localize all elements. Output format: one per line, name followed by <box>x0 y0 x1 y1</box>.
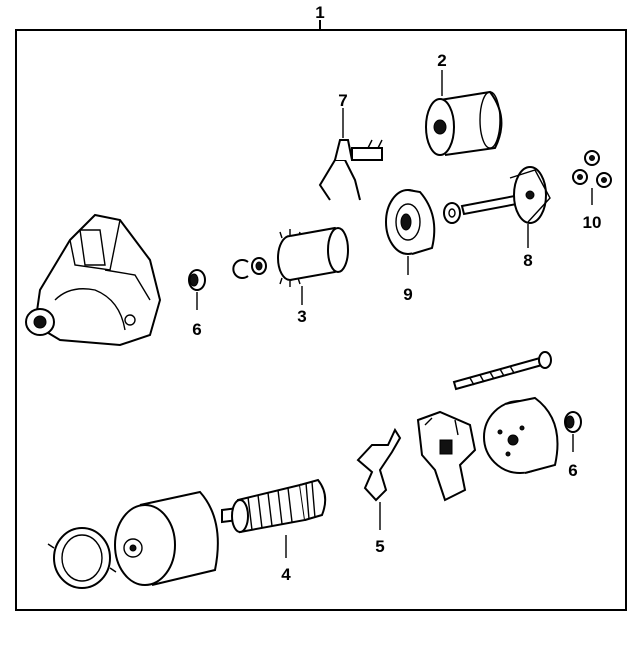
shift-fork-icon[interactable]: 7 <box>318 91 383 201</box>
drive-housing-icon[interactable] <box>25 213 162 347</box>
assembly-frame: 1 <box>15 3 627 611</box>
callout-1[interactable]: 1 <box>315 3 324 22</box>
bushing-icon[interactable]: 6 <box>188 269 206 339</box>
callout-4[interactable]: 4 <box>281 565 291 584</box>
brush-spring-icon[interactable]: 5 <box>356 427 402 556</box>
planetary-shaft-icon[interactable]: 8 <box>460 166 551 270</box>
yoke-icon[interactable] <box>114 490 219 586</box>
through-bolt-icon[interactable] <box>452 351 552 391</box>
callout-6-lower[interactable]: 6 <box>568 461 577 480</box>
callout-8[interactable]: 8 <box>523 251 532 270</box>
planet-gears-icon[interactable]: 10 <box>572 150 612 232</box>
callout-9[interactable]: 9 <box>403 285 412 304</box>
brush-holder-icon[interactable] <box>416 410 477 502</box>
solenoid-icon[interactable]: 2 <box>425 51 503 156</box>
callout-7[interactable]: 7 <box>338 91 347 110</box>
end-frame-icon[interactable] <box>483 396 559 474</box>
armature-icon[interactable]: 4 <box>221 478 327 584</box>
bushing-icon-lower[interactable]: 6 <box>564 411 582 480</box>
callout-3[interactable]: 3 <box>297 307 306 326</box>
callout-2[interactable]: 2 <box>437 51 446 70</box>
drive-pinion-icon[interactable]: 3 <box>277 226 349 326</box>
washer-icon[interactable] <box>443 202 461 224</box>
callout-6-upper[interactable]: 6 <box>192 320 201 339</box>
cover-plate-icon[interactable] <box>47 527 117 589</box>
callout-10[interactable]: 10 <box>583 213 602 232</box>
clutch-gear-icon[interactable]: 9 <box>385 189 436 304</box>
stop-collar-icon[interactable] <box>232 257 267 279</box>
callout-5[interactable]: 5 <box>375 537 384 556</box>
